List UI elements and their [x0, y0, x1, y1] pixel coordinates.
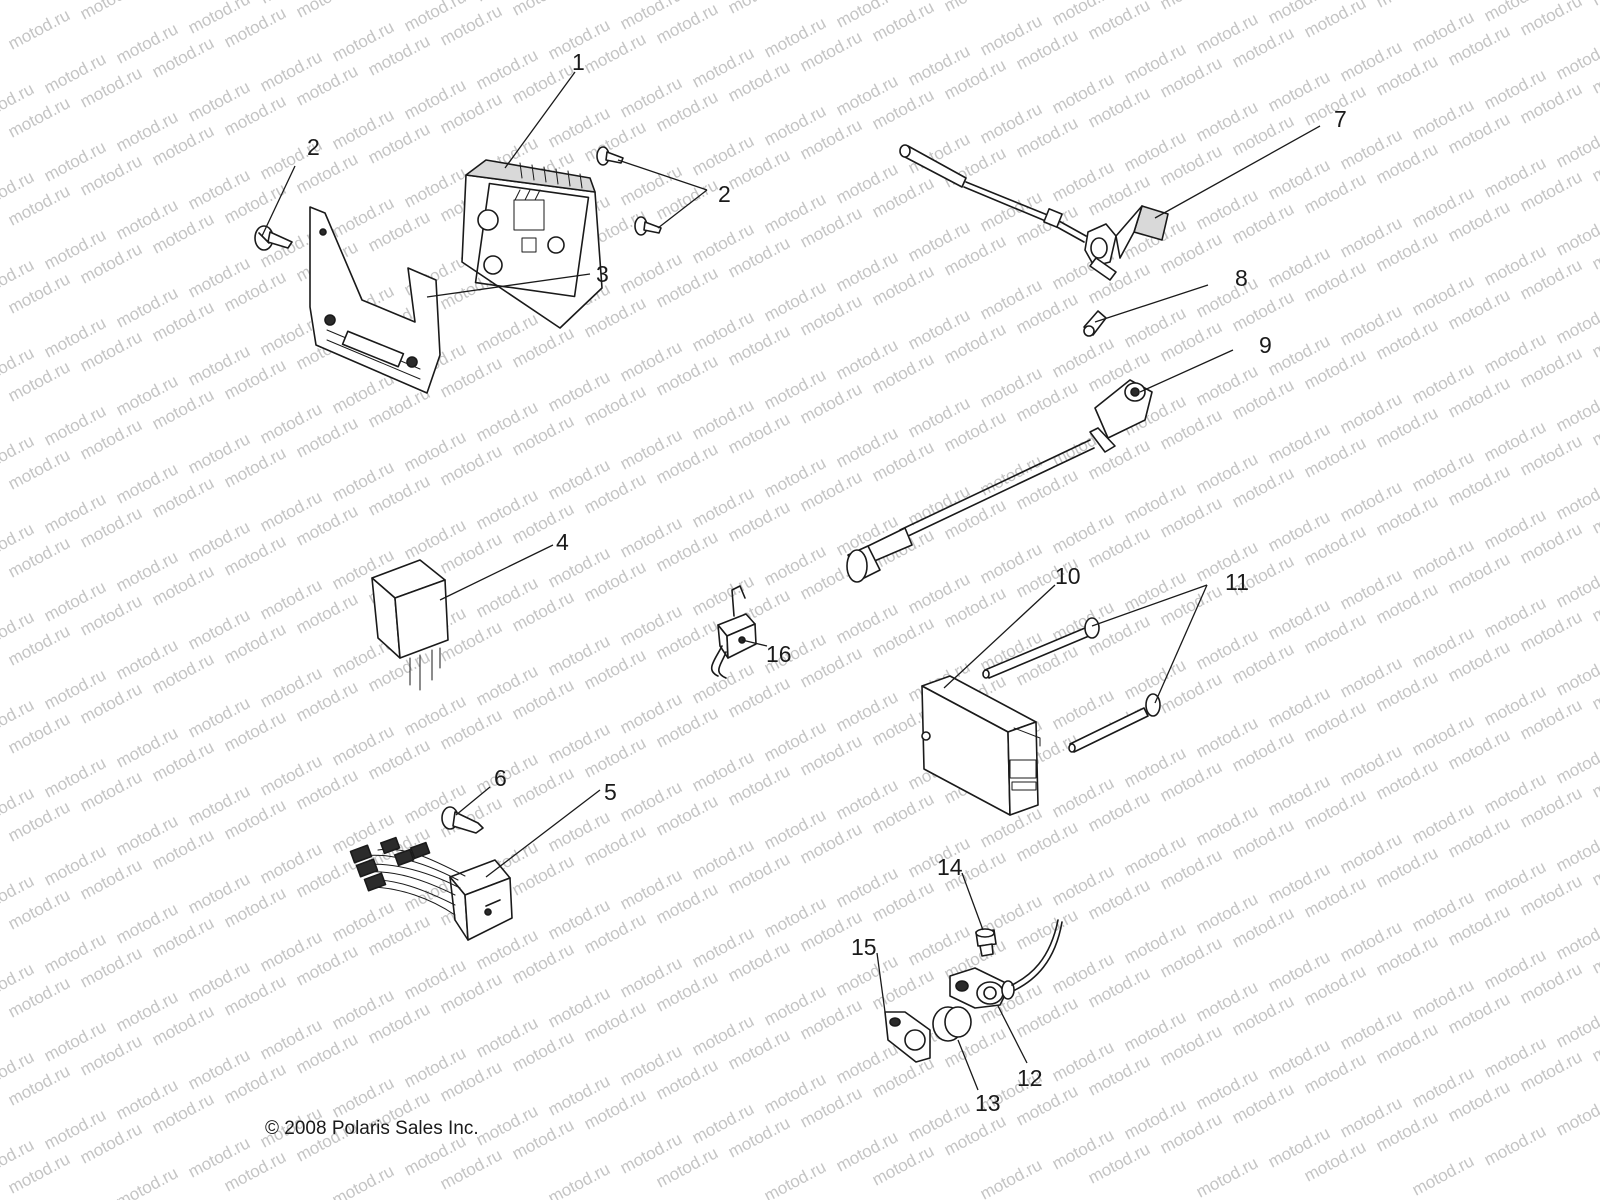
- watermark-text: motod.ru: [77, 0, 145, 24]
- part-15-gasket: [884, 1011, 931, 1063]
- watermark-text: motod.ru: [1517, 0, 1585, 40]
- watermark-text: motod.ru: [1193, 1153, 1261, 1200]
- watermark-text: motod.ru: [761, 1157, 829, 1200]
- watermark-text: motod.ru: [1157, 0, 1225, 14]
- part-11-bolt-lower: [1068, 693, 1161, 753]
- callout-2-right: 2: [718, 181, 731, 207]
- part-14-bolt: [975, 928, 997, 957]
- watermark-text: motod.ru: [1553, 651, 1600, 699]
- part-2-screw-lower: [634, 216, 662, 236]
- watermark-text: motod.ru: [545, 1159, 613, 1200]
- watermark-text: motod.ru: [0, 123, 1, 171]
- watermark-text: motod.ru: [0, 651, 1, 699]
- watermark-text: motod.ru: [0, 1003, 1, 1051]
- part-2-screw-left: [254, 225, 293, 251]
- watermark-text: motod.ru: [1553, 915, 1600, 963]
- callout-13: 13: [975, 1090, 1001, 1116]
- part-10-box: [921, 675, 1041, 816]
- part-5-connector: [349, 836, 513, 941]
- part-4-relay: [371, 559, 449, 691]
- callout-15: 15: [851, 934, 877, 960]
- watermark-text: motod.ru: [0, 475, 1, 523]
- watermark-text: motod.ru: [293, 0, 361, 22]
- watermark-text: motod.ru: [1553, 387, 1600, 435]
- watermark-text: motod.ru: [725, 0, 793, 18]
- watermark-text: motod.ru: [0, 211, 1, 259]
- copyright-notice: © 2008 Polaris Sales Inc.: [265, 1118, 479, 1139]
- callout-12: 12: [1017, 1065, 1043, 1091]
- callout-5: 5: [604, 779, 617, 805]
- watermark-text: motod.ru: [1553, 739, 1600, 787]
- watermark-text: motod.ru: [0, 299, 1, 347]
- callout-8: 8: [1235, 265, 1248, 291]
- watermark-text: motod.ru: [1553, 1003, 1600, 1051]
- watermark-text: motod.ru: [1373, 0, 1441, 12]
- part-12-sensor: [949, 919, 1063, 1009]
- watermark-text: motod.ru: [0, 739, 1, 787]
- callout-16: 16: [766, 641, 792, 667]
- callout-2-left: 2: [307, 134, 320, 160]
- watermark-text: motod.ru: [0, 563, 1, 611]
- callout-6: 6: [494, 765, 507, 791]
- callout-10: 10: [1055, 563, 1081, 589]
- watermark-text: motod.ru: [329, 1161, 397, 1200]
- watermark-text: motod.ru: [0, 0, 37, 10]
- leader-lines: [261, 71, 1321, 1091]
- watermark-text: motod.ru: [1553, 827, 1600, 875]
- watermark-text: motod.ru: [0, 827, 1, 875]
- part-3-bracket: [309, 206, 441, 394]
- part-7-sensor: [899, 144, 1169, 281]
- watermark-text: motod.ru: [1553, 211, 1600, 259]
- part-11-bolt-upper: [982, 617, 1100, 679]
- watermark-text: motod.ru: [1553, 35, 1600, 83]
- watermark-text: motod.ru: [5, 5, 73, 53]
- callout-labels: 1 2 2 3 4 5 6 7 8 9 10 11 12 13 14 15 16: [307, 49, 1347, 1116]
- watermark-text: motod.ru: [941, 0, 1009, 16]
- part-8-pin: [1083, 310, 1107, 337]
- watermark-text: motod.ru: [1553, 1091, 1600, 1139]
- part-1-module: [461, 159, 603, 329]
- watermark-text: motod.ru: [1553, 475, 1600, 523]
- callout-14: 14: [937, 854, 963, 880]
- watermark-text: motod.ru: [1553, 563, 1600, 611]
- callout-1: 1: [572, 49, 585, 75]
- part-6-pin: [441, 806, 484, 834]
- watermark-text: motod.ru: [113, 1163, 181, 1200]
- watermark-text: motod.ru: [1589, 0, 1600, 10]
- callout-4: 4: [556, 529, 569, 555]
- part-13-plug: [932, 1006, 972, 1042]
- watermark-text: motod.ru: [0, 1091, 1, 1139]
- watermark-text: motod.ru: [1553, 299, 1600, 347]
- callout-3: 3: [596, 261, 609, 287]
- callout-7: 7: [1334, 106, 1347, 132]
- watermark-text: motod.ru: [1481, 1121, 1549, 1169]
- callout-11: 11: [1225, 569, 1249, 595]
- watermark-text: motod.ru: [0, 387, 1, 435]
- callout-9: 9: [1259, 332, 1272, 358]
- watermark-text: motod.ru: [1553, 123, 1600, 171]
- watermark-text: motod.ru: [0, 915, 1, 963]
- watermark-text: motod.ru: [509, 0, 577, 20]
- watermark-text: motod.ru: [1409, 1151, 1477, 1199]
- watermark-text: motod.ru: [977, 1155, 1045, 1200]
- part-9-sensor: [846, 379, 1153, 583]
- watermark-text: motod.ru: [0, 35, 1, 83]
- part-16-switch: [710, 585, 757, 679]
